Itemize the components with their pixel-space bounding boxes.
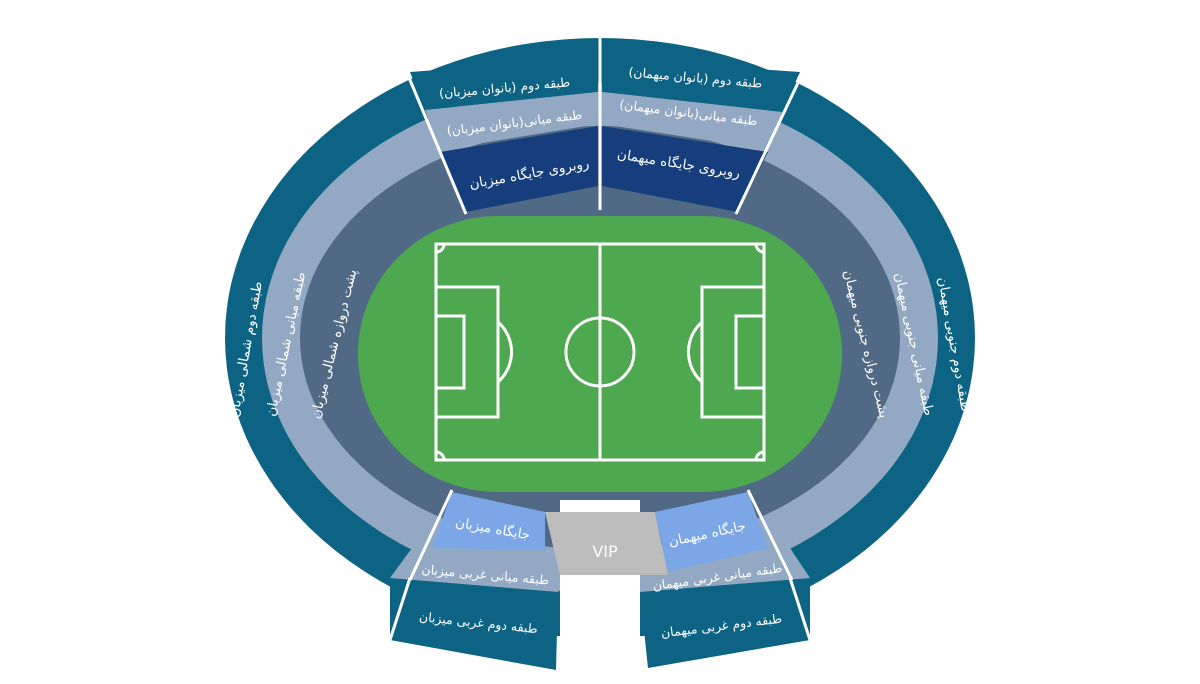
middle-east-host-section[interactable]	[425, 92, 598, 150]
vip-section[interactable]	[545, 512, 668, 575]
upper-east-guest-section[interactable]	[602, 58, 800, 112]
opposite-host-section[interactable]	[440, 126, 598, 212]
middle-east-guest-section[interactable]	[602, 92, 782, 150]
host-stand-section[interactable]	[432, 492, 545, 550]
middle-west-host-section[interactable]	[390, 548, 560, 592]
pitch-markings	[434, 242, 766, 462]
upper-west-guest-section[interactable]	[640, 578, 810, 668]
guest-stand-section[interactable]	[655, 492, 768, 572]
opposite-guest-section[interactable]	[602, 126, 768, 212]
upper-east-host-section[interactable]	[410, 58, 598, 110]
label-vip: VIP	[592, 542, 618, 561]
upper-west-host-section[interactable]	[390, 578, 558, 670]
